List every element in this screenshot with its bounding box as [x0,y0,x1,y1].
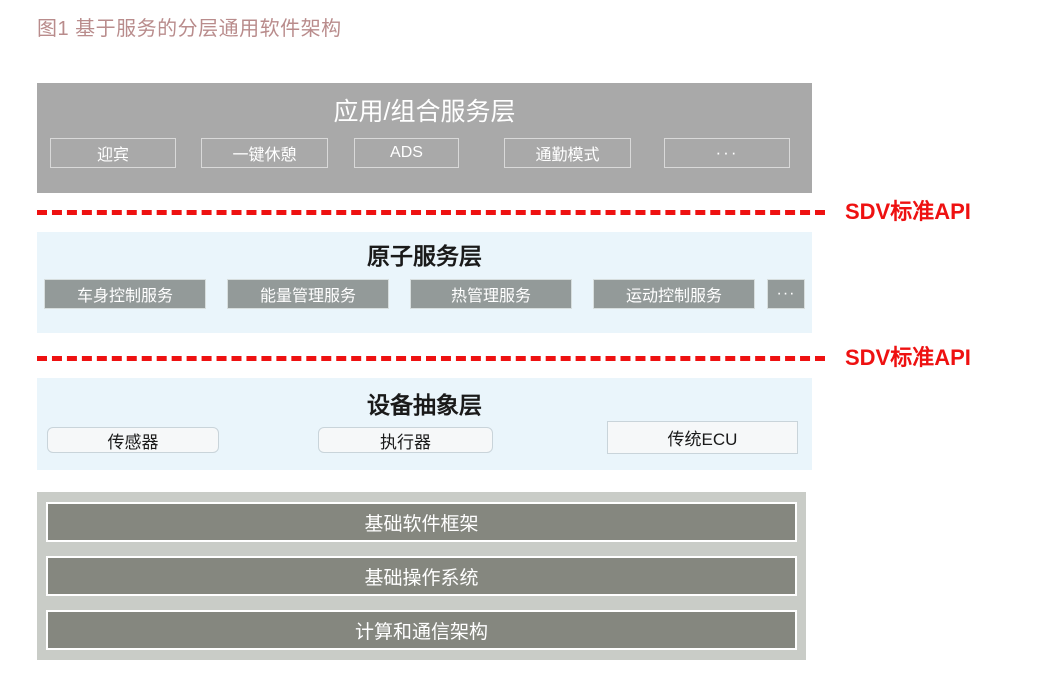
foundation-stack: 基础软件框架 基础操作系统 计算和通信架构 [37,492,806,660]
app-chip-welcome[interactable]: 迎宾 [50,138,176,168]
figure-title: 图1 基于服务的分层通用软件架构 [37,18,342,40]
layer-atomic-service: 原子服务层 车身控制服务 能量管理服务 热管理服务 运动控制服务 ··· [37,232,812,333]
layer-atomic-heading: 原子服务层 [367,243,482,269]
layer-device-abstraction: 设备抽象层 传感器 执行器 传统ECU [37,378,812,470]
api-separator-label-1: SDV标准API [845,199,971,224]
app-chip-more[interactable]: ··· [664,138,790,168]
app-chip-commute-mode[interactable]: 通勤模式 [504,138,631,168]
app-chip-ads[interactable]: ADS [354,138,459,168]
atomic-chip-body-control[interactable]: 车身控制服务 [44,279,206,309]
atomic-chip-thermal-management[interactable]: 热管理服务 [410,279,572,309]
api-separator-label-2: SDV标准API [845,345,971,370]
device-chip-legacy-ecu[interactable]: 传统ECU [607,421,798,454]
atomic-chip-more[interactable]: ··· [767,279,805,309]
foundation-bar-software-framework[interactable]: 基础软件框架 [46,502,797,542]
layer-device-heading: 设备抽象层 [367,392,482,418]
app-chip-one-key-rest[interactable]: 一键休憩 [201,138,328,168]
foundation-bar-compute-comm-architecture[interactable]: 计算和通信架构 [46,610,797,650]
layer-application-service: 应用/组合服务层 迎宾 一键休憩 ADS 通勤模式 ··· [37,83,812,193]
atomic-chip-motion-control[interactable]: 运动控制服务 [593,279,755,309]
device-chip-actuator[interactable]: 执行器 [318,427,493,453]
device-chip-sensor[interactable]: 传感器 [47,427,219,453]
atomic-chip-energy-management[interactable]: 能量管理服务 [227,279,389,309]
foundation-bar-operating-system[interactable]: 基础操作系统 [46,556,797,596]
api-separator-line-2 [37,356,825,361]
layer-application-heading: 应用/组合服务层 [333,98,516,126]
api-separator-line-1 [37,210,825,215]
